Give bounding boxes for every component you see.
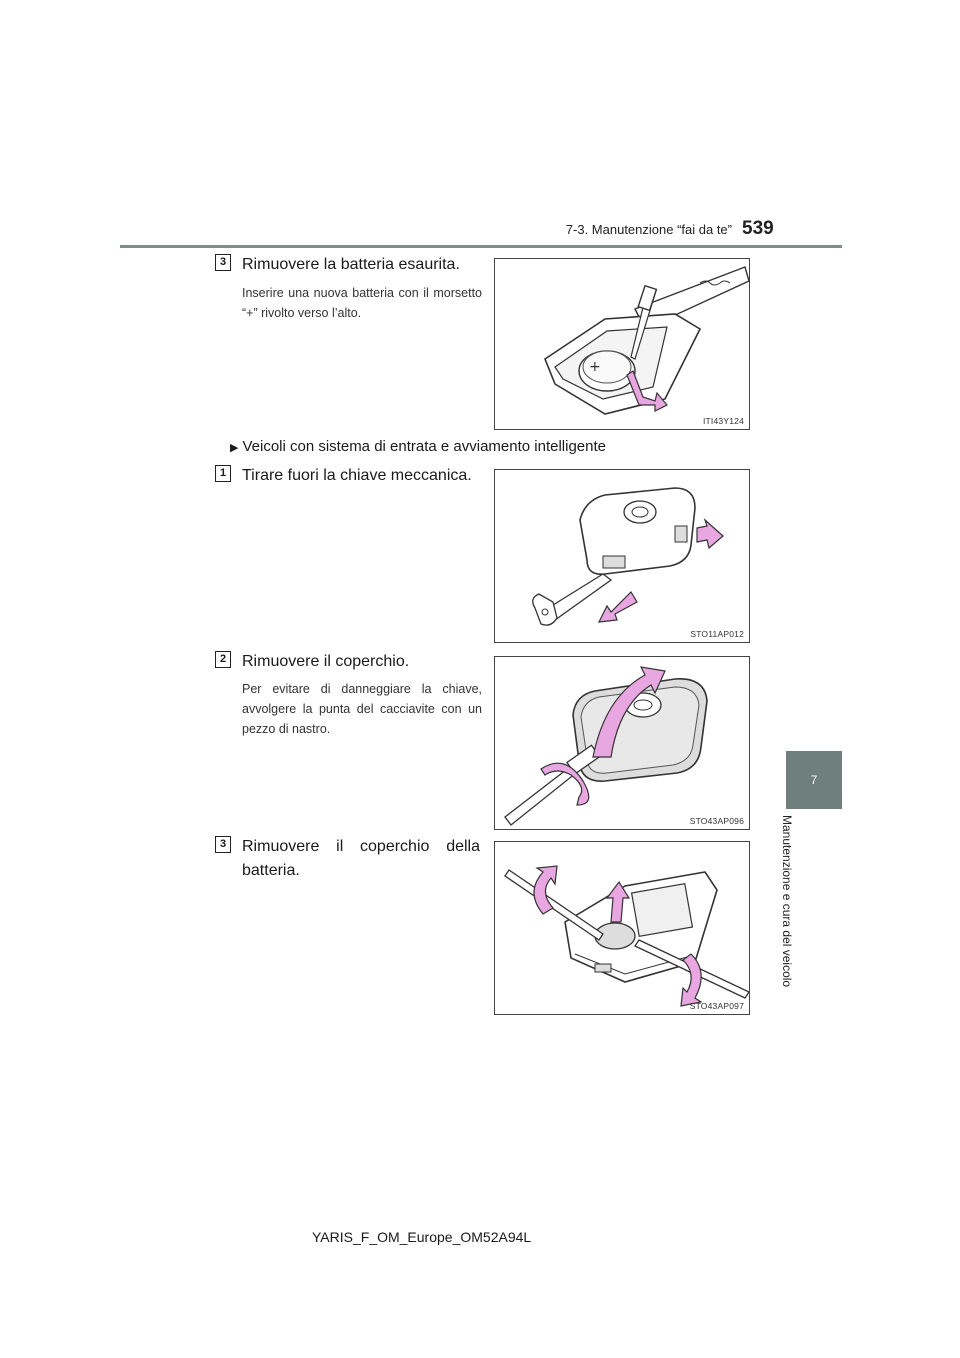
chapter-title: Manutenzione e cura del veicolo <box>780 815 794 988</box>
step-description: Inserire una nuova batteria con il morse… <box>242 286 482 320</box>
figure-battery-cover-removal: STO43AP097 <box>494 841 750 1015</box>
figure-code: STO11AP012 <box>690 629 744 639</box>
page-number: 539 <box>742 218 774 239</box>
battery-removal-illustration: + <box>544 266 750 415</box>
chapter-title-vertical: Manutenzione e cura del veicolo <box>780 815 800 1010</box>
battery-cover-removal-illustration <box>504 865 750 1007</box>
step-number-badge: 2 <box>215 651 231 668</box>
cover-removal-illustration <box>504 666 708 826</box>
step-number-badge: 3 <box>215 254 231 271</box>
step-title: Rimuovere il coperchio. <box>242 653 410 670</box>
header-section-title: 7-3. Manutenzione “fai da te” <box>565 222 732 237</box>
subsection-heading: ▶Veicoli con sistema di entrata e avviam… <box>230 438 606 455</box>
footer-document-code: YARIS_F_OM_Europe_OM52A94L <box>312 1229 532 1245</box>
figure-cover-removal: STO43AP096 <box>494 656 750 830</box>
step-title: Rimuovere la batteria esaurita. <box>242 256 460 273</box>
mechanical-key-illustration <box>532 487 724 626</box>
step-title: Rimuovere il coperchio della batteria. <box>242 838 480 879</box>
chapter-number: 7 <box>810 773 818 787</box>
step-description: Per evitare di danneggiare la chiave, av… <box>242 682 482 736</box>
svg-text:+: + <box>589 359 601 375</box>
chapter-tab: 7 <box>786 751 842 809</box>
step-number-badge: 1 <box>215 465 231 482</box>
step-title: Tirare fuori la chiave meccanica. <box>242 467 472 484</box>
header-divider <box>120 245 842 248</box>
subsection-title: Veicoli con sistema di entrata e avviame… <box>242 438 607 455</box>
step-number-badge: 3 <box>215 836 231 853</box>
figure-battery-removal: + ITI43Y124 <box>494 258 750 430</box>
figure-code: STO43AP097 <box>689 1001 744 1011</box>
figure-code: ITI43Y124 <box>702 416 744 426</box>
figure-mechanical-key: STO11AP012 <box>494 469 750 643</box>
bullet-icon: ▶ <box>230 442 239 454</box>
figure-code: STO43AP096 <box>689 816 744 826</box>
